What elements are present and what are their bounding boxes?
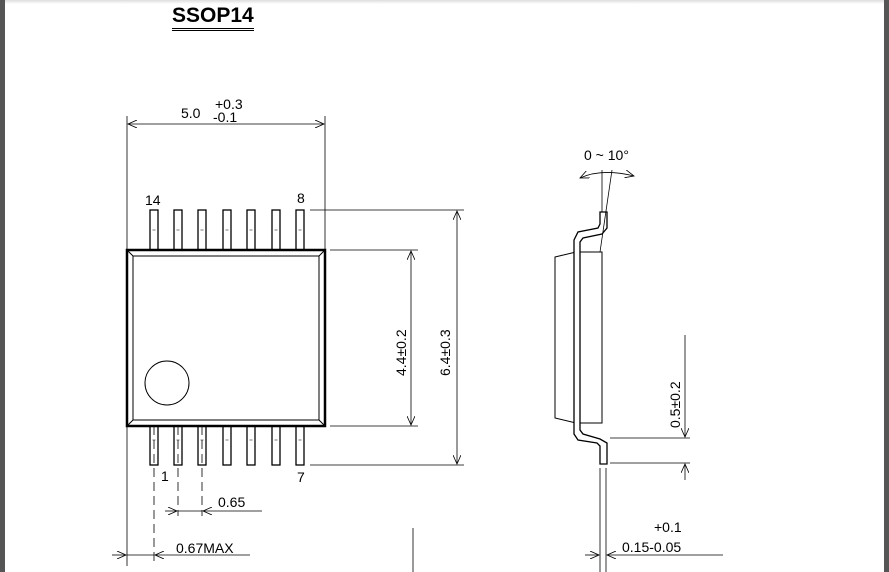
body-height-label: 4.4±0.2 bbox=[393, 329, 409, 376]
pin-label-7: 7 bbox=[297, 469, 305, 485]
top-pin bbox=[222, 209, 232, 251]
width-minus: -0.1 bbox=[213, 109, 237, 125]
lead-thickness-label: 0.15-0.05 bbox=[622, 539, 681, 555]
pin-label-14: 14 bbox=[145, 192, 161, 208]
pins bbox=[149, 209, 305, 466]
top-pin bbox=[295, 209, 305, 251]
width-dimension bbox=[126, 116, 326, 250]
pitch-label: 0.65 bbox=[218, 494, 245, 510]
bottom-pin bbox=[246, 425, 256, 466]
overall-height-label: 6.4±0.3 bbox=[437, 329, 453, 376]
lead-thickness-plus: +0.1 bbox=[654, 519, 682, 535]
top-pin bbox=[246, 209, 256, 251]
body-height-dimension bbox=[310, 209, 464, 466]
top-pin bbox=[197, 209, 207, 251]
pin-label-8: 8 bbox=[297, 190, 305, 206]
pitch-dimension bbox=[112, 426, 414, 572]
viewer-left-border bbox=[0, 0, 5, 572]
top-view-body bbox=[125, 248, 327, 428]
bottom-pin bbox=[271, 425, 281, 466]
pin-label-1: 1 bbox=[161, 468, 169, 484]
top-shadow bbox=[5, 0, 884, 4]
offset-label: 0.67MAX bbox=[176, 540, 234, 556]
pin1-marker bbox=[144, 360, 190, 406]
angle-label: 0 ~ 10° bbox=[584, 147, 629, 163]
bottom-pin bbox=[295, 425, 305, 466]
width-plus: +0.3 bbox=[215, 96, 243, 112]
top-pin bbox=[271, 209, 281, 251]
standoff-label: 0.5±0.2 bbox=[667, 381, 683, 428]
top-pin bbox=[149, 209, 159, 251]
width-nominal: 5.0 bbox=[181, 105, 201, 121]
viewer-right-scrollbar[interactable] bbox=[884, 0, 889, 572]
bottom-pin bbox=[222, 425, 232, 466]
side-view bbox=[554, 170, 723, 572]
package-title: SSOP14 bbox=[172, 4, 254, 31]
top-pin bbox=[173, 209, 183, 251]
